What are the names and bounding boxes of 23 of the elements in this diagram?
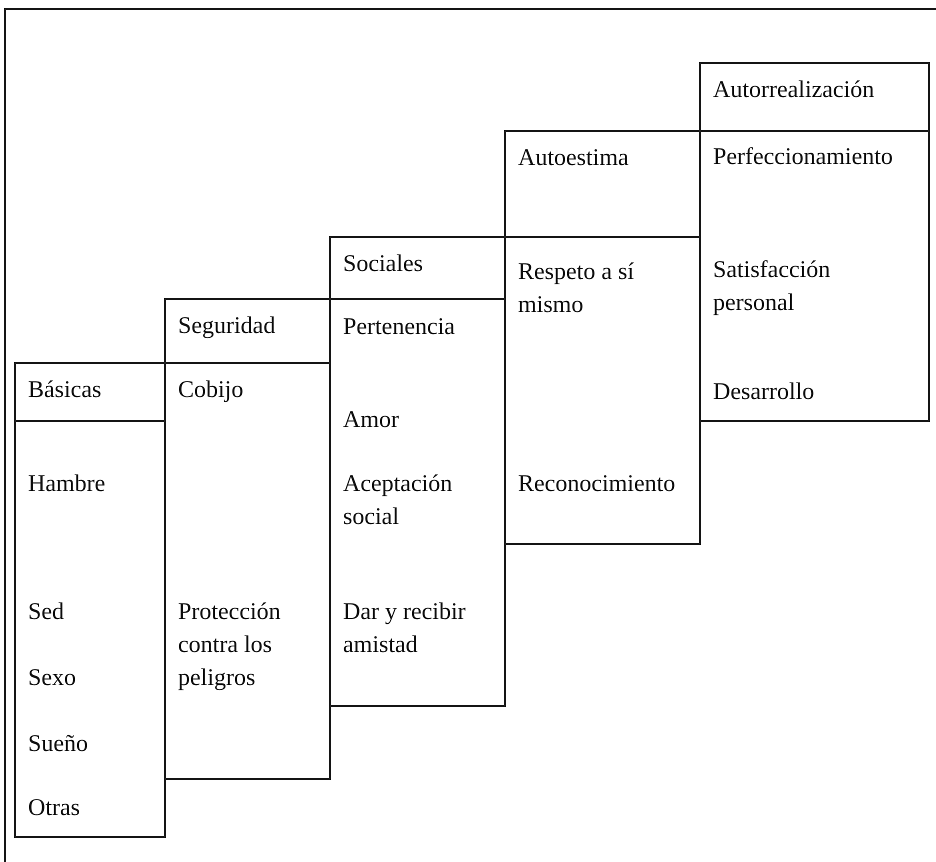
need-label: Respeto a sí mismo: [518, 258, 635, 320]
category-header: Seguridad: [164, 298, 331, 364]
need-label: Sexo: [28, 664, 77, 693]
needs-column: [14, 420, 166, 838]
needs-column: [699, 130, 930, 422]
need-label: Satisfacción personal: [713, 256, 832, 318]
need-label: Sueño: [28, 730, 89, 759]
need-label: Desarrollo: [713, 378, 816, 407]
need-label: Amor: [343, 406, 400, 435]
need-label: Reconocimiento: [518, 470, 676, 499]
need-label: Sed: [28, 598, 65, 627]
need-label: Aceptación social: [343, 470, 454, 532]
need-label: Perfeccionamiento: [713, 143, 894, 172]
category-header: Autoestima: [504, 130, 701, 238]
need-label: Cobijo: [178, 376, 244, 405]
need-label: Hambre: [28, 470, 106, 499]
need-label: Pertenencia: [343, 313, 456, 342]
category-header: Básicas: [14, 362, 166, 422]
category-header: Autorrealización: [699, 62, 930, 132]
category-header: Sociales: [329, 236, 506, 300]
need-label: Dar y recibir amistad: [343, 598, 467, 660]
need-label: Protección contra los peligros: [178, 598, 282, 693]
need-label: Otras: [28, 794, 81, 823]
